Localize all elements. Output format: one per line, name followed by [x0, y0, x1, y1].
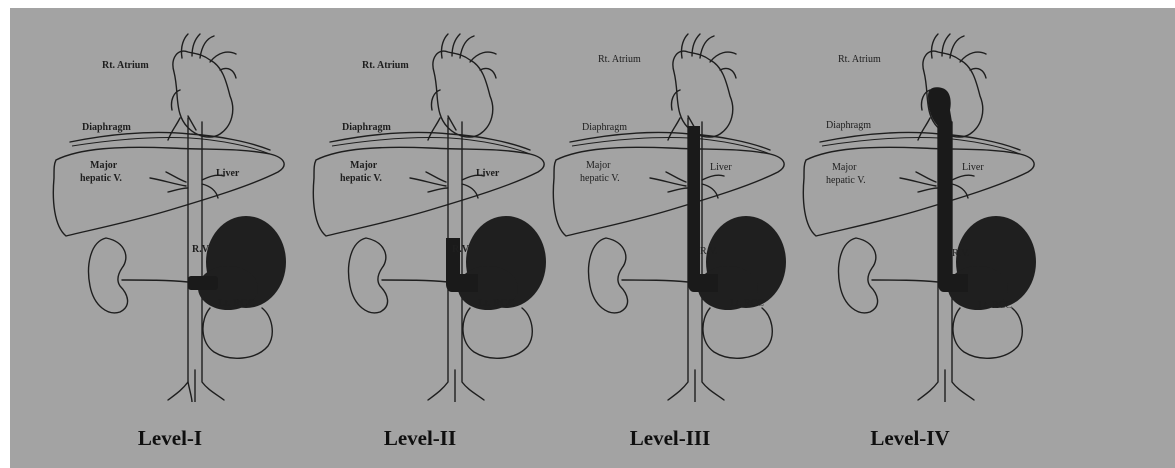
liver-label: Liver [710, 162, 732, 173]
level-i-caption: Level-I [70, 426, 270, 451]
left-kidney [463, 308, 532, 358]
liver-label: Liver [962, 162, 984, 173]
hepatic-vein-label-line1: Major [586, 160, 610, 171]
liver-label: Liver [216, 168, 239, 179]
hepatic-vein-label-line2: hepatic V. [580, 173, 620, 184]
level-iv-caption: Level-IV [810, 426, 1010, 451]
hepatic-vein [410, 172, 484, 198]
left-kidney [203, 308, 272, 358]
anatomy-drawing [310, 30, 570, 402]
hepatic-vein-label-line2: hepatic V. [826, 175, 866, 186]
renal-vein-label: R.V. [192, 244, 210, 255]
right-kidney [89, 238, 128, 313]
level-ii-caption: Level-II [320, 426, 520, 451]
renal-vein-label: R.V. [452, 244, 470, 255]
left-kidney [953, 308, 1022, 358]
tumor-label: Lt. RCC [730, 298, 764, 309]
right-kidney [589, 238, 628, 313]
hepatic-vein-label-line1: Major [350, 160, 377, 171]
tumor-thrombus [188, 276, 218, 290]
heart-outline [171, 34, 236, 137]
renal-vein-label: R.V. [952, 248, 970, 259]
hepatic-vein [150, 172, 224, 198]
right-kidney [349, 238, 388, 313]
anatomy-drawing [50, 30, 310, 402]
level-ii-diagram: Rt. Atrium Diaphragm Major hepatic V. Li… [310, 30, 570, 402]
tumor-label: Lt. RCC [478, 298, 515, 309]
diaphragm-label: Diaphragm [342, 122, 391, 133]
level-i-diagram: Rt. Atrium Diaphragm Major hepatic V. Li… [50, 30, 310, 402]
heart-outline [431, 34, 496, 137]
diaphragm-label: Diaphragm [582, 122, 627, 133]
level-iii-caption: Level-III [570, 426, 770, 451]
tumor-label: Lt. RCC [978, 300, 1012, 311]
atrium-label: Rt. Atrium [598, 54, 641, 65]
hepatic-vein [900, 172, 974, 198]
renal-vein-label: R.V. [700, 246, 718, 257]
hepatic-vein-label-line1: Major [832, 162, 856, 173]
renal-tumor [948, 216, 1036, 310]
hepatic-vein-label-line2: hepatic V. [340, 173, 382, 184]
diaphragm-label: Diaphragm [826, 120, 871, 131]
hepatic-vein-label-line1: Major [90, 160, 117, 171]
diaphragm-label: Diaphragm [82, 122, 131, 133]
anatomy-drawing [550, 30, 810, 402]
atrium-label: Rt. Atrium [362, 60, 409, 71]
tumor-thrombus-level-figure: Rt. Atrium Diaphragm Major hepatic V. Li… [10, 8, 1175, 468]
renal-tumor [458, 216, 546, 310]
renal-tumor [198, 216, 286, 310]
atrium-label: Rt. Atrium [838, 54, 881, 65]
tumor-label: Lt. RCC [218, 298, 255, 309]
liver-label: Liver [476, 168, 499, 179]
right-kidney [839, 238, 878, 313]
atrium-label: Rt. Atrium [102, 60, 149, 71]
hepatic-vein-label-line2: hepatic V. [80, 173, 122, 184]
heart-outline [671, 34, 736, 137]
hepatic-vein [650, 172, 724, 198]
left-kidney [703, 308, 772, 358]
renal-tumor [698, 216, 786, 310]
level-iv-diagram: Rt. Atrium Diaphragm Major hepatic V. Li… [800, 30, 1060, 402]
heart-outline [921, 34, 986, 137]
anatomy-drawing [800, 30, 1060, 402]
level-iii-diagram: Rt. Atrium Diaphragm Major hepatic V. Li… [550, 30, 810, 402]
